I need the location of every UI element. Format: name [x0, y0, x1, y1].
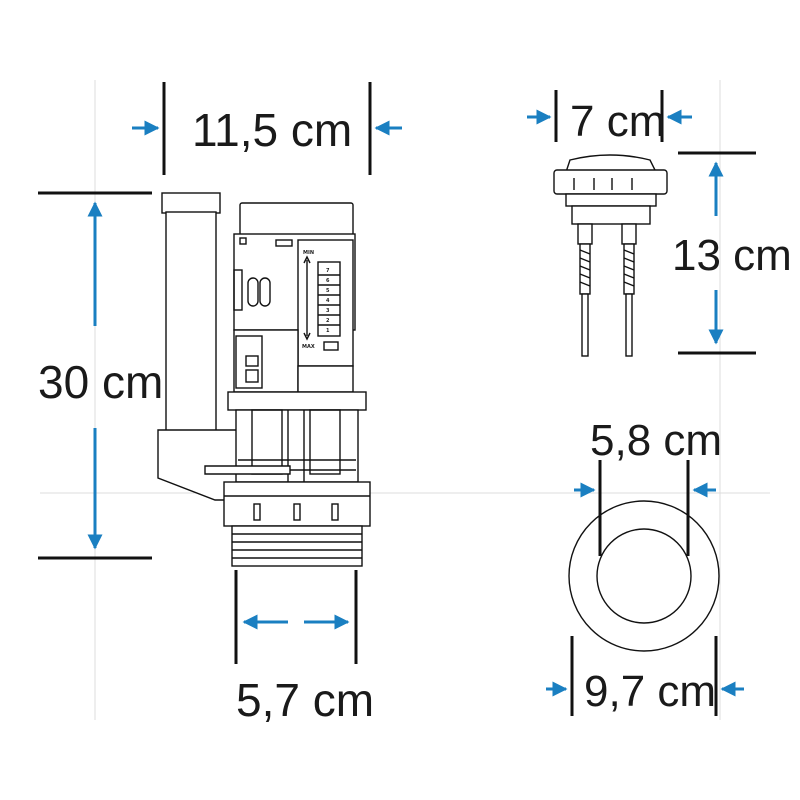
dimension-button-height: 13 cm [672, 151, 792, 355]
dimension-width-valve: 11,5 cm [132, 82, 402, 175]
level-mark-1: 1 [326, 328, 330, 334]
dimension-inner-diameter: 5,8 cm [574, 416, 722, 556]
level-scale: MIN MAX 7 6 5 4 3 2 1 [297, 239, 354, 367]
level-mark-4: 4 [326, 298, 330, 304]
level-max-label: MAX [302, 344, 315, 350]
level-mark-2: 2 [326, 318, 330, 324]
width-valve-label: 11,5 cm [192, 104, 352, 156]
valve-mid-body [233, 329, 354, 393]
push-button-side-view [553, 154, 668, 357]
level-mark-3: 3 [326, 308, 330, 314]
button-width-label: 7 cm [570, 97, 665, 146]
valve-cap [239, 202, 354, 236]
dimension-base-width: 5,7 cm [234, 570, 374, 726]
inner-diameter-label: 5,8 cm [590, 416, 722, 465]
guide-lines [40, 80, 770, 720]
dimension-button-width: 7 cm [527, 90, 692, 146]
valve-base [223, 481, 371, 567]
push-button-top-view [568, 500, 720, 652]
dimension-height-valve: 30 cm [38, 191, 163, 560]
level-mark-5: 5 [326, 288, 330, 294]
outer-diameter-label: 9,7 cm [584, 667, 716, 716]
level-min-label: MIN [303, 250, 314, 256]
base-width-label: 5,7 cm [236, 674, 374, 726]
dimension-outer-diameter: 9,7 cm [546, 636, 744, 716]
height-valve-label: 30 cm [38, 356, 163, 408]
valve-cage [204, 391, 367, 483]
threaded-rods [579, 243, 635, 357]
button-height-label: 13 cm [672, 231, 792, 280]
overflow-pipe [157, 192, 239, 501]
level-mark-7: 7 [326, 268, 330, 274]
flush-valve: MIN MAX 7 6 5 4 3 2 1 [157, 192, 371, 567]
level-mark-6: 6 [326, 278, 330, 284]
